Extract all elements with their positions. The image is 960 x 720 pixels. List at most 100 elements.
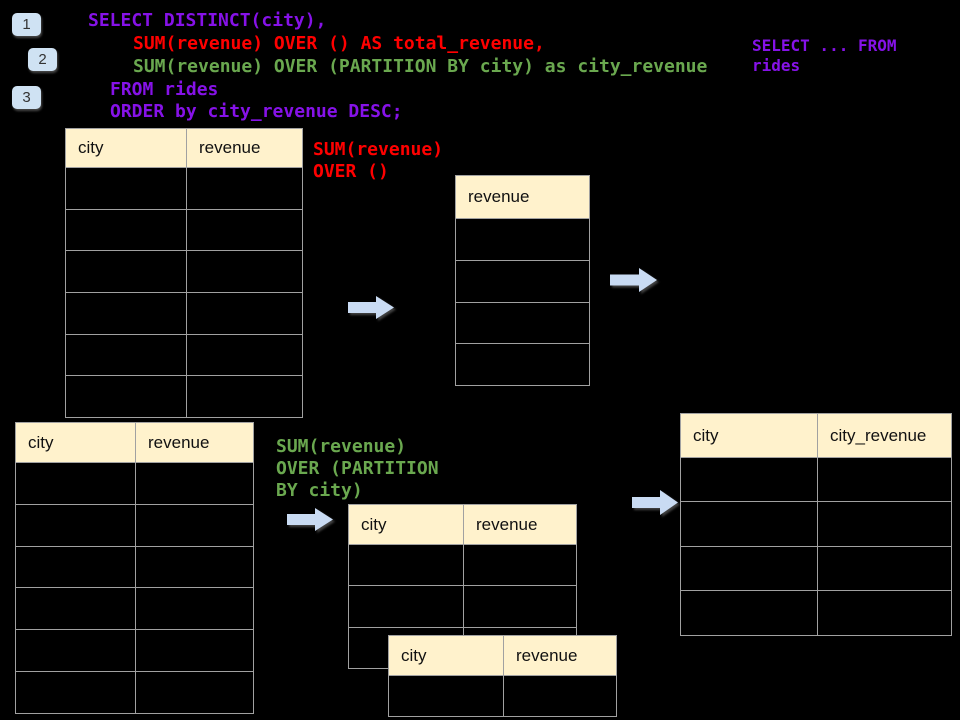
column-header-city-revenue: city_revenue [817, 413, 952, 458]
arrow-right-icon [348, 296, 394, 319]
table-cell-empty [15, 545, 136, 589]
sql-line-from: FROM rides [110, 79, 219, 100]
table-row [15, 545, 254, 589]
table-cell-empty [65, 208, 187, 252]
table-cell-empty [15, 462, 136, 505]
table-cell-empty [186, 167, 303, 210]
table-cell-empty [455, 218, 590, 261]
column-header-city: city [348, 504, 464, 545]
table-cell-empty [348, 585, 464, 628]
column-header-city: city [15, 422, 136, 463]
table-cell-empty [463, 543, 577, 587]
table-row [65, 333, 303, 377]
table-cell-empty [65, 250, 187, 294]
table-row [348, 543, 577, 587]
table-cell-empty [135, 503, 254, 547]
table-cell-empty [135, 462, 254, 505]
annotation-partition-line-1: SUM(revenue) [276, 436, 407, 457]
table-cell-empty [680, 456, 818, 503]
table-cell-empty [135, 629, 254, 672]
sql-line-partition: SUM(revenue) OVER (PARTITION BY city) as… [133, 56, 708, 77]
sql-line-total: SUM(revenue) OVER () AS total_revenue, [133, 33, 545, 54]
column-header-revenue: revenue [503, 635, 617, 676]
step-badge-3: 3 [12, 86, 41, 109]
table-cell-empty [680, 545, 818, 592]
partition-table-overlay: city revenue [388, 635, 617, 717]
table-cell-empty [15, 670, 136, 714]
table-cell-empty [186, 375, 303, 419]
annotation-total-line-1: SUM(revenue) [313, 139, 444, 160]
table-cell-empty [65, 333, 187, 377]
table-row [15, 670, 254, 714]
table-cell-empty [135, 587, 254, 631]
table-row [455, 301, 590, 345]
column-header-revenue: revenue [186, 128, 303, 168]
table-row [65, 375, 303, 419]
table-row [65, 167, 303, 210]
side-note-line-2: rides [752, 56, 801, 75]
table-cell-empty [817, 456, 952, 503]
table-cell-empty [388, 675, 504, 717]
table-cell-empty [817, 545, 952, 592]
table-row [388, 675, 617, 717]
table-cell-empty [186, 292, 303, 335]
table-cell-empty [65, 375, 187, 419]
table-row [680, 545, 952, 592]
table-row [65, 208, 303, 252]
table-cell-empty [65, 292, 187, 335]
final-result-table: city city_revenue [680, 413, 952, 636]
table-cell-empty [680, 590, 818, 636]
table-row [15, 629, 254, 672]
table-cell-empty [817, 590, 952, 636]
table-row [455, 259, 590, 303]
column-header-revenue: revenue [463, 504, 577, 545]
table-cell-empty [135, 670, 254, 714]
table-cell-empty [348, 543, 464, 587]
table-cell-empty [503, 675, 617, 717]
table-cell-empty [135, 545, 254, 589]
table-cell-empty [65, 167, 187, 210]
sql-line-select: SELECT DISTINCT(city), [88, 10, 327, 31]
arrow-right-icon [610, 268, 657, 292]
table-cell-empty [15, 587, 136, 631]
sql-line-order: ORDER by city_revenue DESC; [110, 101, 403, 122]
table-row [65, 250, 303, 294]
table-cell-empty [186, 250, 303, 294]
table-cell-empty [455, 259, 590, 303]
annotation-total-line-2: OVER () [313, 161, 389, 182]
arrow-right-icon [287, 508, 333, 531]
table-cell-empty [455, 301, 590, 345]
column-header-city: city [65, 128, 187, 168]
table-row [680, 501, 952, 547]
table-cell-empty [463, 585, 577, 628]
table-cell-empty [15, 629, 136, 672]
total-revenue-result-table: revenue [455, 175, 590, 386]
table-cell-empty [186, 208, 303, 252]
table-row [15, 503, 254, 547]
step-badge-2: 2 [28, 48, 57, 71]
column-header-city: city [388, 635, 504, 676]
source-table-bottom: city revenue [15, 422, 254, 714]
table-row [455, 218, 590, 261]
table-row [15, 587, 254, 631]
column-header-revenue: revenue [135, 422, 254, 463]
step-badge-1: 1 [12, 13, 41, 36]
table-cell-empty [680, 501, 818, 547]
table-row [455, 343, 590, 386]
side-note-line-1: SELECT ... FROM [752, 36, 897, 55]
source-table-top: city revenue [65, 128, 303, 419]
annotation-partition-line-2: OVER (PARTITION [276, 458, 439, 479]
table-cell-empty [817, 501, 952, 547]
table-cell-empty [455, 343, 590, 386]
arrow-right-icon [632, 490, 678, 515]
table-row [680, 590, 952, 636]
table-row [15, 462, 254, 505]
annotation-partition-line-3: BY city) [276, 480, 363, 501]
table-cell-empty [15, 503, 136, 547]
column-header-city: city [680, 413, 818, 458]
table-row [65, 292, 303, 335]
table-row [348, 585, 577, 628]
table-cell-empty [186, 333, 303, 377]
column-header-revenue: revenue [455, 175, 590, 219]
